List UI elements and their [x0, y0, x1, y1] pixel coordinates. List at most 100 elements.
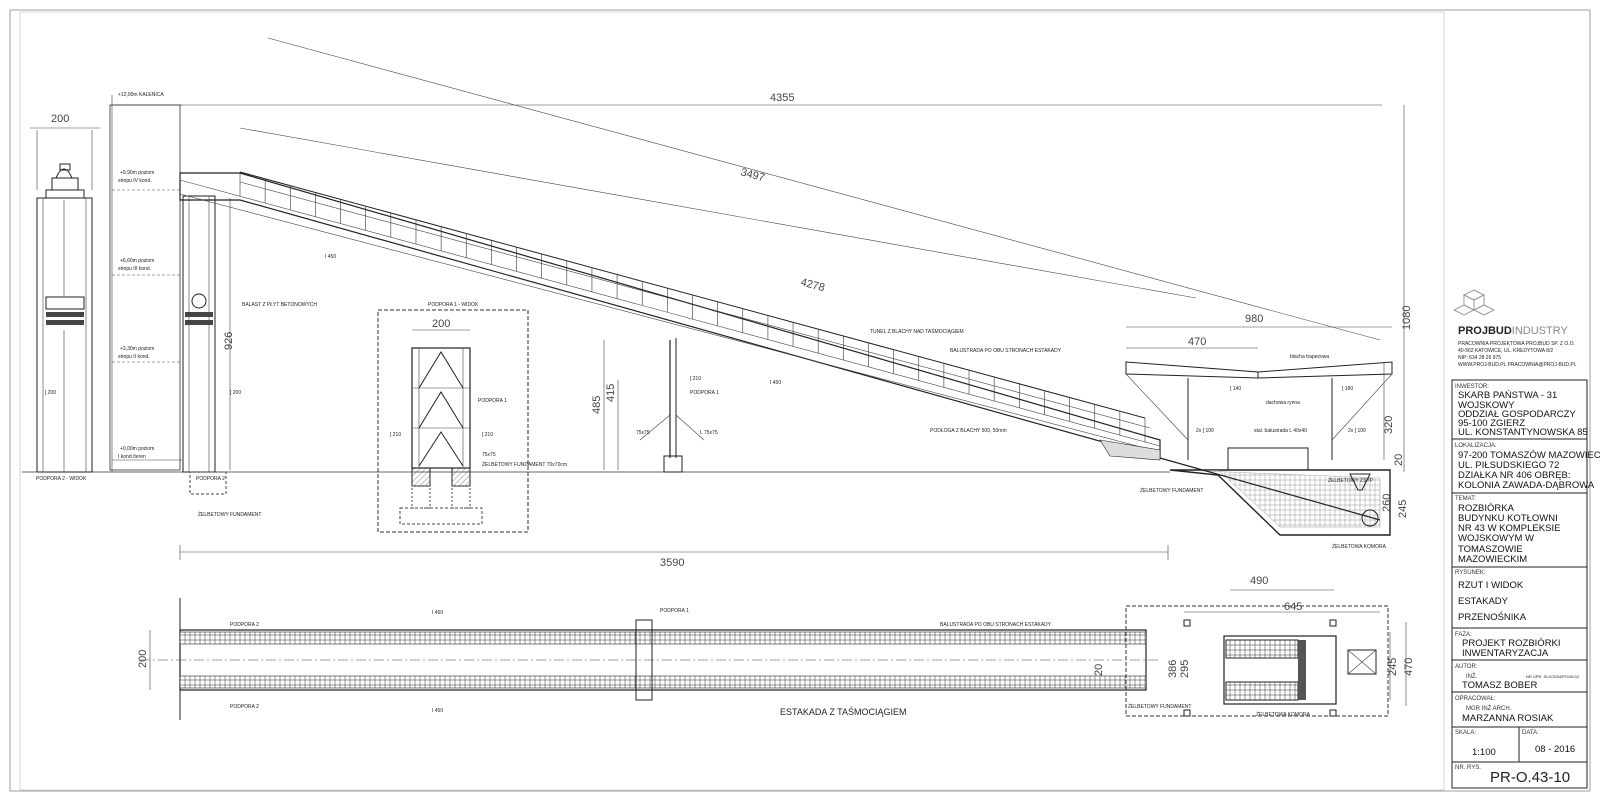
level-i-sub: I kond./teren	[118, 454, 146, 460]
opracowal-label: OPRACOWAŁ:	[1455, 696, 1496, 702]
level-iv-sub: stropu IV kond.	[118, 178, 152, 184]
hopper-label: ŻELBETOWY ZSYP	[1328, 477, 1374, 484]
company-name: PROJBUD	[1458, 325, 1512, 337]
balustrade-label: BALUSTRADA PO OBU STRONACH ESTAKADY	[950, 348, 1062, 354]
dim-926: 926	[223, 332, 235, 350]
svg-text:PROJBUDINDUSTRY: PROJBUDINDUSTRY	[1458, 325, 1568, 337]
plan-view: 200 ESTAKADA Z TAŚMOCIĄGIEM PODPORA 2 PO…	[137, 575, 1415, 720]
level-markers: +12,90m KALENICA +9,90m poziom stropu IV…	[111, 92, 182, 472]
dim-diag-upper: 3497	[739, 166, 766, 184]
dim-1080: 1080	[1401, 306, 1413, 330]
autor-role: INŻ.	[1466, 673, 1478, 680]
temat-line-5: TOMASZOWIE	[1458, 544, 1523, 555]
sheet-border	[9, 9, 1591, 792]
c210-label-b: [ 210	[482, 432, 493, 438]
lokalizacja-label: LOKALIZACJA:	[1455, 443, 1497, 449]
c100b-label: 2x [ 100	[1348, 428, 1366, 434]
fundament-label-left: ŻELBETOWY FUNDAMENT	[198, 511, 261, 518]
lokalizacja-line-3: DZIAŁKA NR 406 OBRĘB:	[1458, 470, 1570, 481]
dim-485: 485	[591, 396, 603, 414]
inwestor-line-5: UL. KONSTANTYNOWSKA 85	[1458, 427, 1588, 438]
data-value: 08 - 2016	[1535, 744, 1575, 755]
conveyor-bridge: I 450 I 450 TUNEL Z BLACHY NAD TAŚMOCIĄG…	[179, 171, 1161, 461]
level-ii-sub: stropu II kond.	[118, 354, 150, 360]
skala-value: 1:100	[1472, 747, 1496, 758]
tunnel-roof-label: TUNEL Z BLACHY NAD TAŚMOCIĄGIEM	[870, 327, 964, 335]
l75-elev-label: L 75x75	[700, 430, 718, 436]
inwestor-line-1: SKARB PAŃSTWA - 31	[1458, 390, 1557, 401]
plan-podpora2-top: PODPORA 2	[230, 622, 259, 628]
plan-balustrade: BALUSTRADA PO OBU STRONACH ESTAKADY	[940, 622, 1052, 628]
dim-diag-lower: 4278	[799, 276, 826, 294]
level-iv: +9,90m poziom	[120, 170, 154, 176]
elevation-view: 200 [ 200 PODPORA 2 - WIDOK +12,90m KALE…	[22, 37, 1413, 569]
roof-sheet-label: blacha trapezowa	[1290, 354, 1329, 360]
lokalizacja-line-1: 97-200 TOMASZÓW MAZOWIECKI	[1458, 450, 1600, 461]
plan-width: 200	[137, 650, 149, 668]
podpora1-label: PODPORA 1	[478, 398, 507, 404]
inwestor-line-4: 95-100 ZGIERZ	[1458, 418, 1525, 429]
c100a-label: 2x [ 100	[1196, 428, 1214, 434]
company-line-2: 40-562 KATOWICE, UL. KREDYTOWA 8/2	[1458, 348, 1553, 354]
plan-komora: ŻELBETOWA KOMORA	[1256, 711, 1311, 718]
slab-label: stal. balustrada L 40x40	[1254, 428, 1307, 434]
dim-320: 320	[1383, 416, 1395, 434]
temat-label: TEMAT:	[1455, 496, 1476, 502]
inwestor-label: INWESTOR:	[1455, 384, 1489, 390]
c210-label-c: [ 210	[690, 376, 701, 382]
lokalizacja-line-2: UL. PIŁSUDSKIEGO 72	[1458, 460, 1559, 471]
dim-base-length: 3590	[660, 557, 684, 569]
dim-470: 470	[1188, 336, 1206, 348]
temat-line-3: NR 43 W KOMPLEKSIE	[1458, 523, 1560, 534]
rysunek-line-1: RZUT I WIDOK	[1458, 580, 1524, 591]
level-iii-sub: stropu III kond.	[118, 266, 151, 272]
l75-label: 75x75	[482, 452, 496, 458]
company-line-4: WWW.PROJ-BUD.PL PRACOWNIA@PROJ-BUD.PL	[1458, 362, 1577, 368]
title-block: PROJBUDINDUSTRY PRACOWNIA PROJEKTOWA PRO…	[1451, 289, 1600, 789]
faza-line-1: PROJEKT ROZBIÓRKI	[1462, 638, 1561, 649]
dim-980: 980	[1245, 313, 1263, 325]
drawing-border	[19, 11, 1445, 791]
plan-dim-645: 645	[1284, 601, 1302, 613]
plan-dim-386: 386	[1167, 660, 1179, 678]
podpora2-column: PODPORA 2 ŻELBETOWY FUNDAMENT BALAST Z P…	[182, 195, 317, 518]
lokalizacja-line-4: KOLONIA ZAWADA-DĄBROWA	[1458, 480, 1595, 491]
plan-podpora1: PODPORA 1	[660, 608, 689, 614]
opracowal-role: MGR INŻ ARCH.	[1466, 705, 1512, 712]
plan-dim-245: 245	[1387, 658, 1399, 676]
temat-line-2: BUDYNKU KOTŁOWNI	[1458, 513, 1558, 524]
autor-perm: NR UPR. SLK/3254/POOK/12	[1526, 674, 1580, 679]
temat-line-4: WOJSKOWYM W	[1458, 533, 1534, 544]
level-iii: +6,60m poziom	[120, 258, 154, 264]
autor-label: AUTOR:	[1455, 664, 1478, 670]
dim-260: 260	[1381, 494, 1393, 512]
inwestor-line-3: ODDZIAŁ GOSPODARCZY	[1458, 409, 1576, 420]
autor-name: TOMASZ BOBER	[1462, 680, 1537, 691]
podpora2-label: PODPORA 2	[196, 476, 225, 482]
podpora1-detail: PODPORA 1 - WIDOK 200 PODPORA 1 [ 210 [ …	[377, 302, 567, 533]
faza-label: FAZA:	[1455, 632, 1472, 638]
c180-label: [ 180	[1342, 386, 1353, 392]
plan-dim-295: 295	[1179, 660, 1191, 678]
faza-line-2: INWENTARYZACJA	[1462, 648, 1549, 659]
deck-label: PODŁOGA Z BLACHY 500, 50mm	[930, 428, 1007, 434]
rysunek-line-2: ESTAKADY	[1458, 596, 1509, 607]
skala-label: SKALA:	[1455, 730, 1476, 736]
section-width: 200	[432, 318, 450, 330]
plan-podpora2-bot: PODPORA 2	[230, 704, 259, 710]
i450-label-b: I 450	[770, 380, 781, 386]
plan-title: ESTAKADA Z TAŚMOCIĄGIEM	[780, 706, 907, 717]
l75-elev-label-b: 75x75	[636, 430, 650, 436]
c210-label-a: [ 210	[390, 432, 401, 438]
dim-total-length: 4355	[770, 92, 794, 104]
data-label: DATA:	[1522, 730, 1539, 736]
projbud-logo-icon	[1452, 289, 1496, 316]
rysunek-line-3: PRZENOŚNIKA	[1458, 611, 1527, 623]
gutter-label: dachowa rynna	[1266, 400, 1300, 406]
temat-line-1: ROZBIÓRKA	[1458, 503, 1515, 514]
nr-rys-label: NR. RYS.	[1455, 765, 1481, 771]
podpora1-column: 485 415 [ 210 PODPORA 1 L 75x75 75x75	[591, 338, 719, 473]
level-i: +0,00m poziom	[120, 446, 154, 452]
podpora2-widok-label: PODPORA 2 - WIDOK	[36, 476, 87, 482]
